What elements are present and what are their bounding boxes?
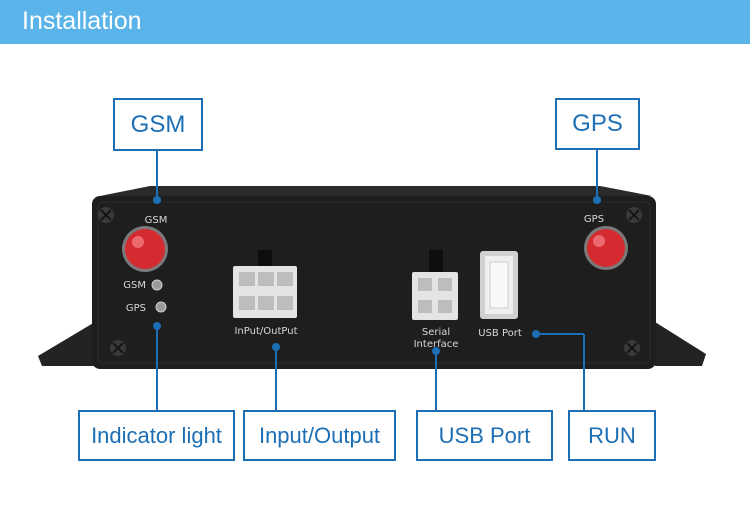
gsm-led-label: GSM — [123, 280, 146, 291]
callout-lines — [153, 150, 601, 410]
device-front-panel — [92, 196, 656, 369]
io-connector-label: InPut/OutPut — [234, 326, 297, 337]
serial-label-line2: Interface — [414, 339, 459, 350]
screw-icon — [110, 340, 126, 356]
gps-led-icon — [155, 301, 167, 313]
gsm-callout: GSM — [113, 98, 203, 151]
gsm-led-icon — [151, 279, 163, 291]
gps-antenna-connector — [584, 226, 628, 270]
serial-connector — [412, 250, 458, 320]
left-flange — [38, 322, 95, 366]
right-flange — [655, 322, 706, 366]
gps-antenna-label: GPS — [584, 214, 604, 225]
usb-port-icon — [480, 251, 518, 319]
gps-led-label: GPS — [126, 303, 146, 314]
io-connector — [233, 250, 297, 318]
gsm-antenna-label: GSM — [145, 215, 168, 226]
usb-port-callout: USB Port — [416, 410, 553, 461]
indicator-light-callout: Indicator light — [78, 410, 235, 461]
screw-icon — [626, 207, 642, 223]
header-title: Installation — [22, 7, 142, 35]
screw-icon — [98, 207, 114, 223]
usb-port-label: USB Port — [478, 328, 522, 339]
gsm-antenna-connector — [122, 226, 168, 272]
run-callout: RUN — [568, 410, 656, 461]
device-lid — [100, 186, 652, 196]
gps-callout: GPS — [555, 98, 640, 150]
input-output-callout: Input/Output — [243, 410, 396, 461]
serial-label-line1: Serial — [422, 327, 450, 338]
header-bar: Installation — [0, 0, 750, 44]
screw-icon — [624, 340, 640, 356]
